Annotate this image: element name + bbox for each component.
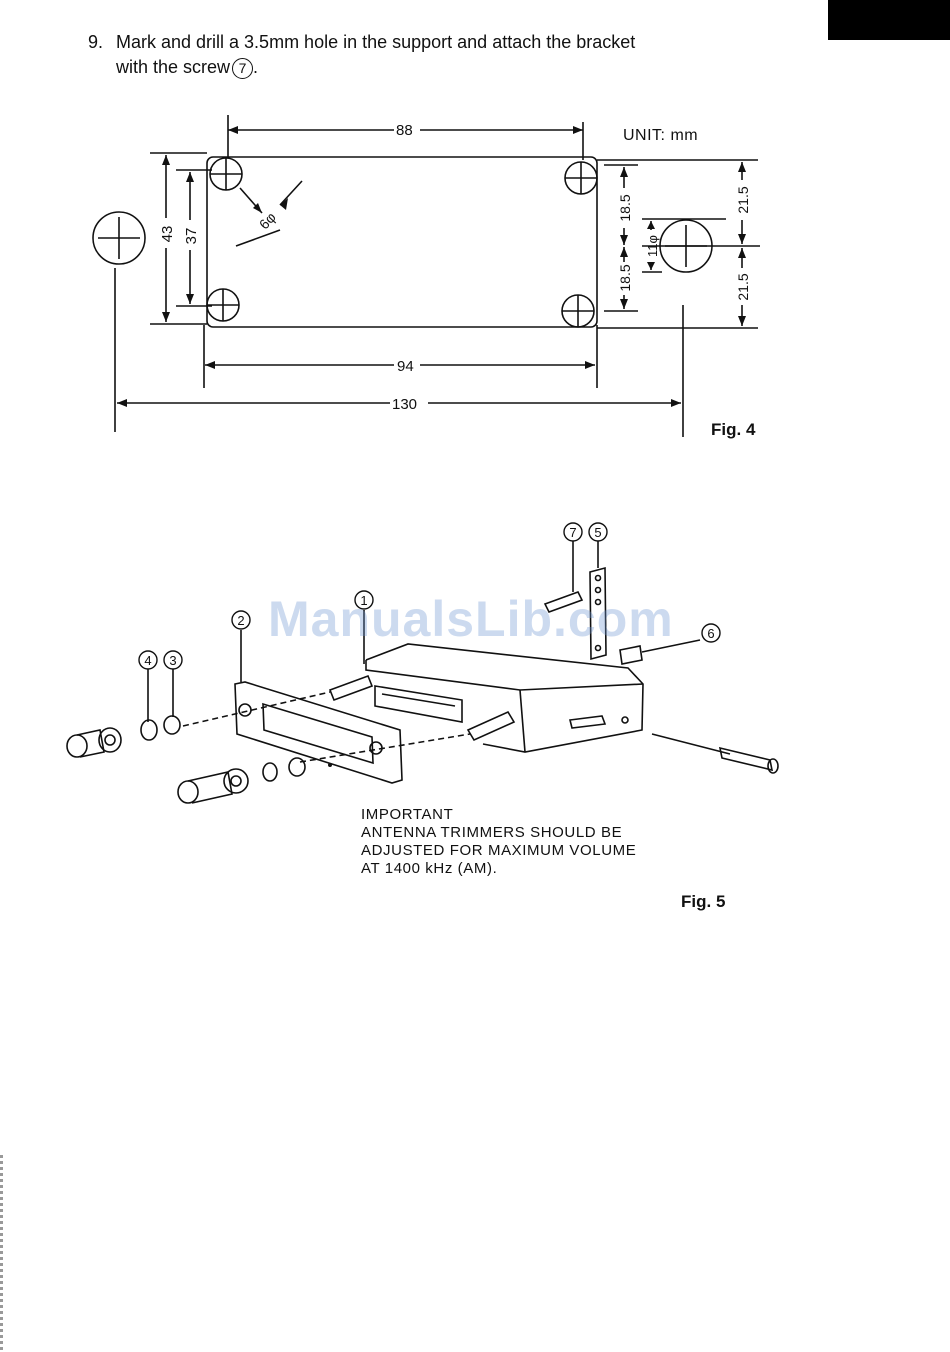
faceplate <box>235 682 402 783</box>
note-line2: ADJUSTED FOR MAXIMUM VOLUME <box>361 842 636 860</box>
screwdriver <box>652 734 778 773</box>
watermark: ManualsLib.com <box>268 590 674 648</box>
right-shaft <box>468 712 514 740</box>
note-line3: AT 1400 kHz (AM). <box>361 860 636 878</box>
right-knob-set <box>178 758 305 803</box>
fig5-label: Fig. 5 <box>681 892 725 911</box>
radio-unit <box>366 644 643 752</box>
scan-edge-mark <box>0 1155 3 1352</box>
callout-2: 2 <box>237 613 244 628</box>
important-note: IMPORTANT ANTENNA TRIMMERS SHOULD BE ADJ… <box>361 806 636 878</box>
note-heading: IMPORTANT <box>361 806 636 824</box>
note-line1: ANTENNA TRIMMERS SHOULD BE <box>361 824 636 842</box>
left-shaft <box>330 676 372 700</box>
callout-3: 3 <box>169 653 176 668</box>
callout-5: 5 <box>594 525 601 540</box>
callout-7: 7 <box>569 525 576 540</box>
callout-6: 6 <box>707 626 714 641</box>
bolt-6 <box>620 646 642 664</box>
fig5-drawing: 1 2 3 4 5 6 7 Fig. 5 <box>0 0 950 930</box>
callout-4: 4 <box>144 653 151 668</box>
left-knob-set <box>67 716 180 757</box>
